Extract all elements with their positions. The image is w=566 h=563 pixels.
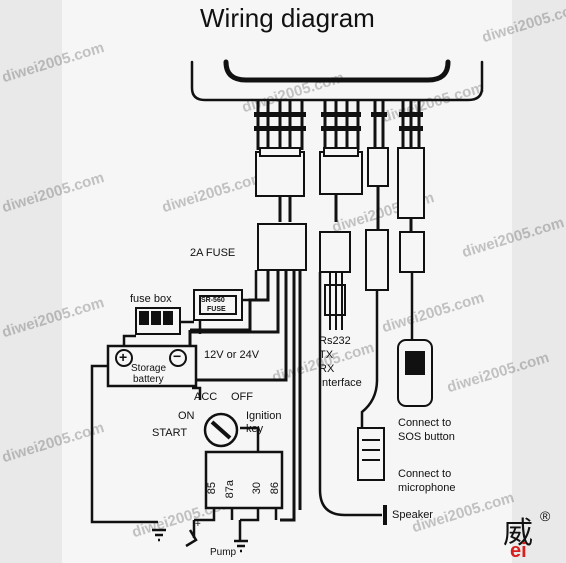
connector-upper-2 xyxy=(319,151,363,195)
label-fuse-box: fuse box xyxy=(130,293,172,305)
speaker-symbol xyxy=(383,505,387,525)
connector-upper-3 xyxy=(367,147,389,187)
battery-minus-sign: − xyxy=(173,348,182,364)
device-inner-curve xyxy=(223,59,451,83)
relay-pin-87: 87a xyxy=(224,480,236,499)
relay-pin-85: 85 xyxy=(206,482,218,495)
brand-logo-ei: ei xyxy=(510,540,527,562)
label-off: OFF xyxy=(231,391,253,403)
connector-upper-1 xyxy=(255,151,305,197)
label-sos-line2: SOS button xyxy=(398,431,455,443)
connector-mic-plug xyxy=(399,231,425,273)
pump-plus-sign: + xyxy=(195,519,201,530)
pump-symbol xyxy=(185,529,198,548)
label-fuse-sticker-bottom: FUSE xyxy=(207,306,226,313)
connector-sos-plug xyxy=(365,229,389,291)
relay-pin-86: 86 xyxy=(269,482,281,495)
brand-logo-glyph: 威 xyxy=(503,516,533,551)
relay-pin-30: 30 xyxy=(251,482,263,495)
label-rx: RX xyxy=(319,363,335,375)
label-acc: ACC xyxy=(194,391,218,403)
microphone xyxy=(357,427,385,481)
label-on: ON xyxy=(178,410,195,422)
label-sos-line1: Connect to xyxy=(398,417,452,429)
battery-plus-sign: + xyxy=(119,349,128,365)
label-battery-line2: battery xyxy=(133,374,164,385)
label-2a-fuse: 2A FUSE xyxy=(190,247,236,259)
brand-logo-reg: ® xyxy=(540,508,551,524)
label-interface: Interface xyxy=(319,377,362,389)
label-speaker: Speaker xyxy=(392,509,433,521)
ground-symbols xyxy=(152,528,248,553)
connector-upper-4 xyxy=(397,147,425,219)
page-title: Wiring diagram xyxy=(200,3,375,33)
label-ignition-line1: Ignition xyxy=(246,410,282,422)
label-ignition-line2: key xyxy=(246,423,264,435)
connector-rs232 xyxy=(319,231,351,273)
label-mic-line2: microphone xyxy=(398,482,456,494)
harness-wires xyxy=(256,100,421,150)
label-mic-line1: Connect to xyxy=(398,468,452,480)
label-tx: TX xyxy=(319,349,334,361)
label-rs232: Rs232 xyxy=(319,335,351,347)
label-start: START xyxy=(152,427,188,439)
label-voltage: 12V or 24V xyxy=(204,349,260,361)
relay xyxy=(204,450,284,510)
label-pump: Pump xyxy=(210,547,237,558)
connector-lower-1 xyxy=(257,223,307,271)
label-fuse-sticker-top: SR-560 xyxy=(201,297,225,304)
label-battery-line1: Storage xyxy=(131,363,167,374)
